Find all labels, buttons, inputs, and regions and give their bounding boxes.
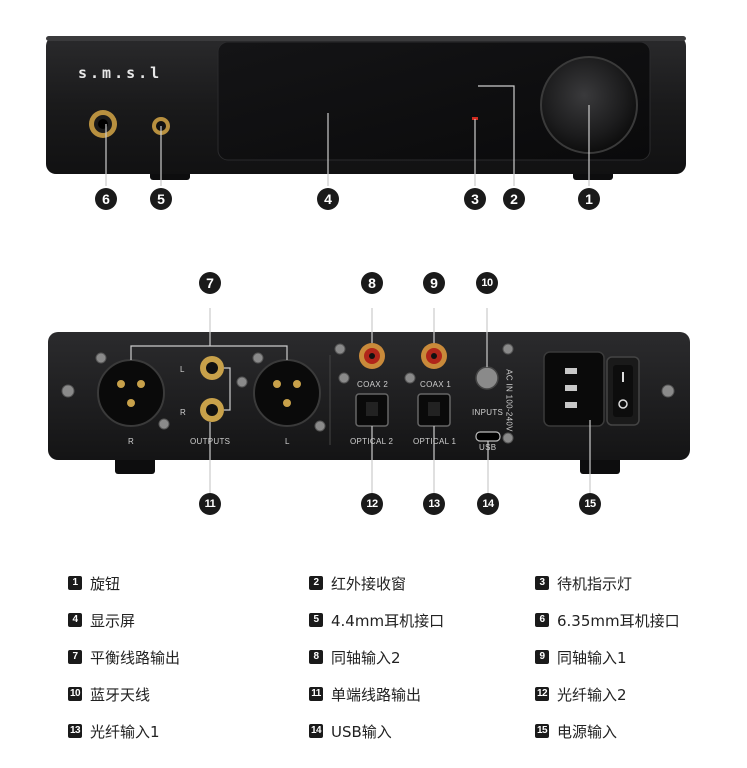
callout-10: 10 — [476, 272, 498, 294]
display-screen — [217, 41, 651, 161]
label-rca-left: L — [180, 365, 185, 374]
legend-item-8: 8 同轴输入2 — [309, 646, 401, 668]
legend-item-6: 6 6.35mm耳机接口 — [535, 609, 680, 631]
label-coax2: COAX 2 — [357, 380, 389, 389]
rear-panel — [48, 308, 690, 493]
legend-text: 显示屏 — [90, 611, 136, 630]
label-ac: AC IN 100-240V — [504, 369, 514, 432]
legend-item-14: 14 USB输入 — [309, 722, 392, 741]
legend-item-1: 1 旋钮 — [68, 572, 120, 594]
callout-4: 4 — [317, 188, 339, 210]
label-coax1: COAX 1 — [420, 380, 452, 389]
legend-item-12: 12 光纤输入2 — [535, 685, 627, 704]
label-xlr-right: R — [128, 437, 135, 446]
standby-led — [472, 117, 478, 120]
front-panel — [46, 36, 686, 186]
callout-2: 2 — [503, 188, 525, 210]
legend-text: 同轴输入1 — [557, 648, 627, 667]
label-rca-right: R — [180, 408, 187, 417]
usb-port — [475, 431, 501, 442]
label-xlr-left: L — [285, 437, 290, 446]
legend-item-11: 11 单端线路输出 — [309, 683, 421, 705]
legend-item-2: 2 红外接收窗 — [309, 572, 406, 594]
legend-text: 同轴输入2 — [331, 648, 401, 667]
label-usb: USB — [479, 443, 497, 452]
label-optical2: OPTICAL 2 — [350, 437, 394, 446]
legend-item-3: 3 待机指示灯 — [535, 572, 632, 594]
legend-text: 光纤输入2 — [557, 685, 627, 704]
callout-9: 9 — [423, 272, 445, 294]
callout-15: 15 — [579, 493, 601, 515]
legend-text: 电源输入 — [557, 722, 618, 741]
legend-text: 待机指示灯 — [557, 574, 633, 593]
legend-item-10: 10 蓝牙天线 — [68, 685, 151, 704]
brand-logo: s.m.s.l — [78, 64, 163, 82]
callout-7: 7 — [199, 272, 221, 294]
legend-item-15: 15 电源输入 — [535, 722, 618, 741]
label-outputs: OUTPUTS — [190, 437, 231, 446]
xlr-left — [253, 359, 321, 427]
callout-8: 8 — [361, 272, 383, 294]
legend-item-5: 5 4.4mm耳机接口 — [309, 609, 444, 631]
legend-item-7: 7 平衡线路输出 — [68, 646, 180, 668]
legend-text: USB输入 — [331, 722, 392, 741]
legend-text: 光纤输入1 — [90, 722, 160, 741]
label-optical1: OPTICAL 1 — [413, 437, 457, 446]
callout-13: 13 — [423, 493, 445, 515]
legend-text: 4.4mm耳机接口 — [331, 611, 445, 630]
callout-3: 3 — [464, 188, 486, 210]
legend-item-13: 13 光纤输入1 — [68, 722, 160, 741]
bt-antenna — [475, 366, 499, 390]
callout-1: 1 — [578, 188, 600, 210]
legend-item-4: 4 显示屏 — [68, 609, 135, 631]
legend-text: 单端线路输出 — [331, 685, 422, 704]
legend-text: 6.35mm耳机接口 — [557, 611, 680, 630]
callout-14: 14 — [477, 493, 499, 515]
legend-text: 旋钮 — [90, 574, 121, 593]
callout-5: 5 — [150, 188, 172, 210]
callout-6: 6 — [95, 188, 117, 210]
xlr-right — [97, 359, 165, 427]
label-inputs: INPUTS — [472, 408, 504, 417]
callout-11: 11 — [199, 493, 221, 515]
legend-text: 蓝牙天线 — [90, 685, 151, 704]
legend-item-9: 9 同轴输入1 — [535, 646, 627, 668]
legend-text: 红外接收窗 — [331, 574, 407, 593]
callout-12: 12 — [361, 493, 383, 515]
legend-text: 平衡线路输出 — [90, 648, 181, 667]
